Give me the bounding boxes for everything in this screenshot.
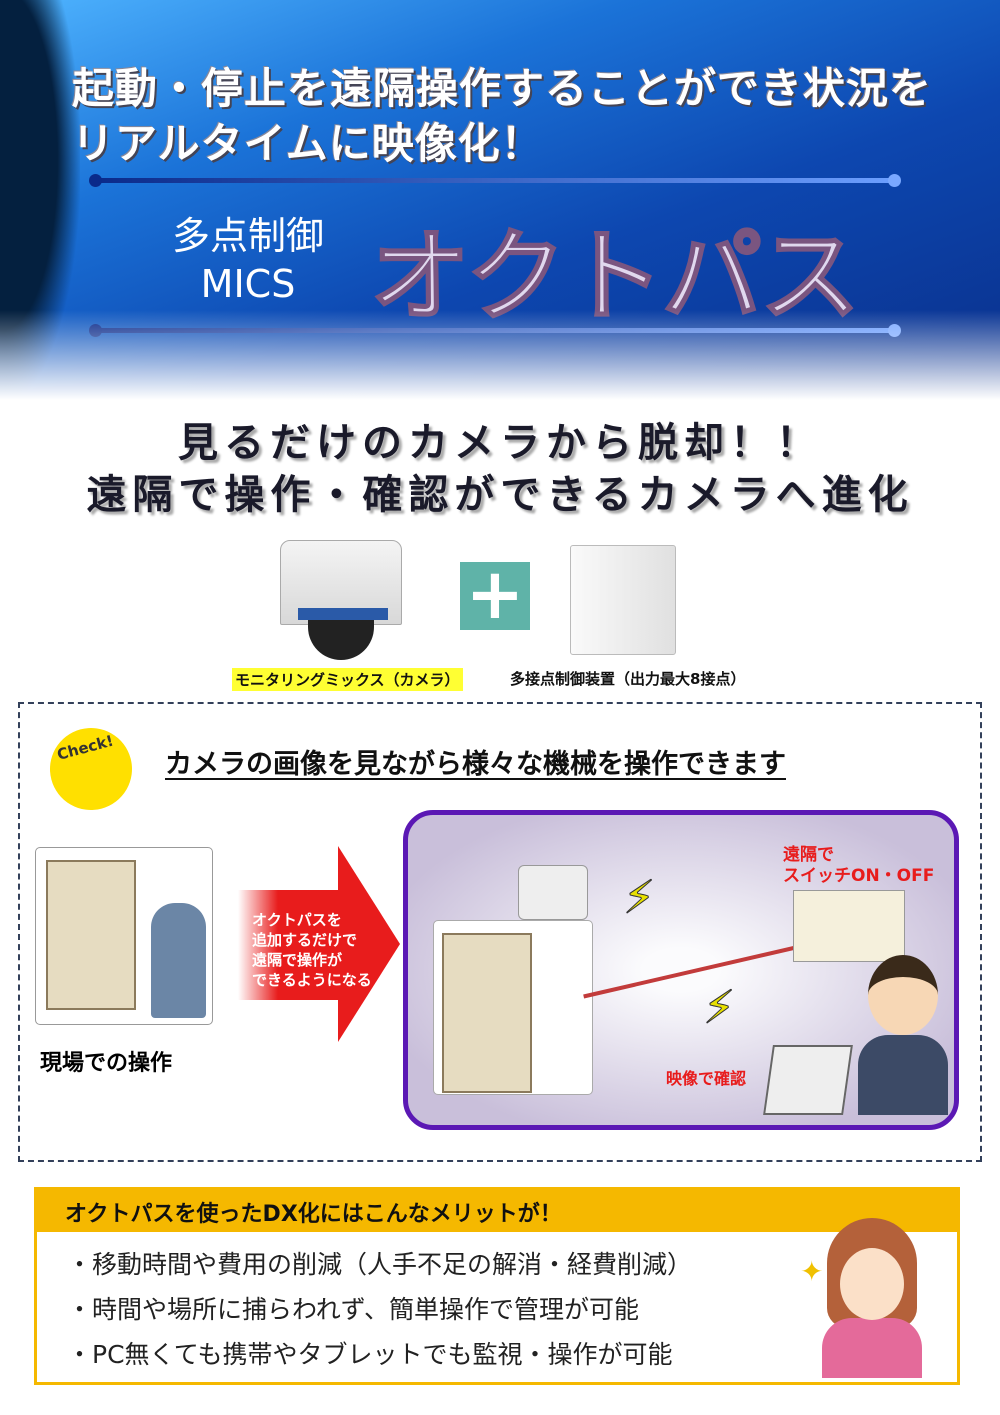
office-worker-image — [858, 955, 948, 1115]
tagline-line1: 見るだけのカメラから脱却！！ — [178, 420, 822, 466]
camera-icon — [518, 865, 588, 920]
subtitle-line2: MICS — [200, 262, 296, 306]
merits-title: オクトパスを使ったDX化にはこんなメリットが！ — [37, 1190, 957, 1232]
signal-bolt-icon: ⚡ — [622, 870, 656, 925]
underwater-rock-silhouette — [0, 0, 80, 400]
plus-icon: + — [460, 559, 530, 630]
headline-line1: 起動・停止を遠隔操作することができ状況を — [72, 64, 933, 113]
subtitle: 多点制御 MICS — [172, 212, 324, 308]
remote-switch-label-line: スイッチON・OFF — [783, 866, 935, 886]
controller-cabinet-image — [570, 545, 676, 655]
control-panel-image — [442, 933, 532, 1093]
merits-box: オクトパスを使ったDX化にはこんなメリットが！ ・移動時間や費用の削減（人手不足… — [34, 1187, 960, 1385]
woman-illustration — [812, 1218, 932, 1378]
arrow-text-line: できるようになる — [252, 971, 372, 989]
merit-item: ・PC無くても携帯やタブレットでも監視・操作が可能 — [67, 1340, 673, 1369]
divider-top — [89, 174, 901, 187]
video-confirm-label: 映像で確認 — [666, 1069, 747, 1088]
divider-bottom — [89, 324, 901, 337]
headline-line2: リアルタイムに映像化！ — [72, 119, 544, 168]
arrow-text: オクトパスを 追加するだけで 遠隔で操作が できるようになる — [252, 910, 372, 990]
camera-image — [268, 540, 418, 660]
laptop-image — [763, 1045, 853, 1115]
control-panel-image — [46, 860, 136, 1010]
signal-bolt-icon: ⚡ — [702, 980, 736, 1035]
arrow-text-line: オクトパスを — [252, 911, 342, 929]
tagline-line2: 遠隔で操作・確認ができるカメラへ進化 — [86, 472, 914, 518]
sparkle-icon: ✦ — [800, 1255, 824, 1288]
arrow-text-line: 遠隔で操作が — [252, 951, 343, 969]
worker-image — [151, 903, 206, 1018]
arrow-text-line: 追加するだけで — [252, 931, 358, 949]
arrow-right-icon — [338, 846, 400, 1042]
switch-panel-image — [793, 890, 905, 962]
subtitle-line1: 多点制御 — [172, 214, 325, 258]
hero-banner: 起動・停止を遠隔操作することができ状況を リアルタイムに映像化！ 多点制御 MI… — [0, 0, 1000, 400]
remote-operation-illustration: ⚡ ⚡ 遠隔で スイッチON・OFF 映像で確認 — [403, 810, 959, 1130]
camera-label: モニタリングミックス（カメラ） — [232, 668, 463, 691]
check-title: カメラの画像を見ながら様々な機械を操作できます — [165, 749, 786, 780]
merits-list: ・移動時間や費用の削減（人手不足の解消・経費削減） ・時間や場所に捕らわれず、簡… — [37, 1232, 957, 1377]
remote-signal-arrow — [583, 945, 799, 999]
check-section — [18, 702, 982, 1162]
onsite-label: 現場での操作 — [40, 1051, 173, 1076]
panel-frame — [433, 920, 593, 1095]
brand-name: オクトパス — [369, 217, 861, 336]
remote-switch-label-line: 遠隔で — [783, 845, 834, 865]
arrow-body — [238, 890, 338, 1000]
remote-switch-label: 遠隔で スイッチON・OFF — [783, 845, 934, 887]
merit-item: ・移動時間や費用の削減（人手不足の解消・経費削減） — [67, 1250, 693, 1279]
controller-label: 多接点制御装置（出力最大8接点） — [510, 670, 746, 688]
merit-item: ・時間や場所に捕らわれず、簡単操作で管理が可能 — [67, 1295, 640, 1324]
onsite-operation-illustration — [35, 847, 213, 1025]
